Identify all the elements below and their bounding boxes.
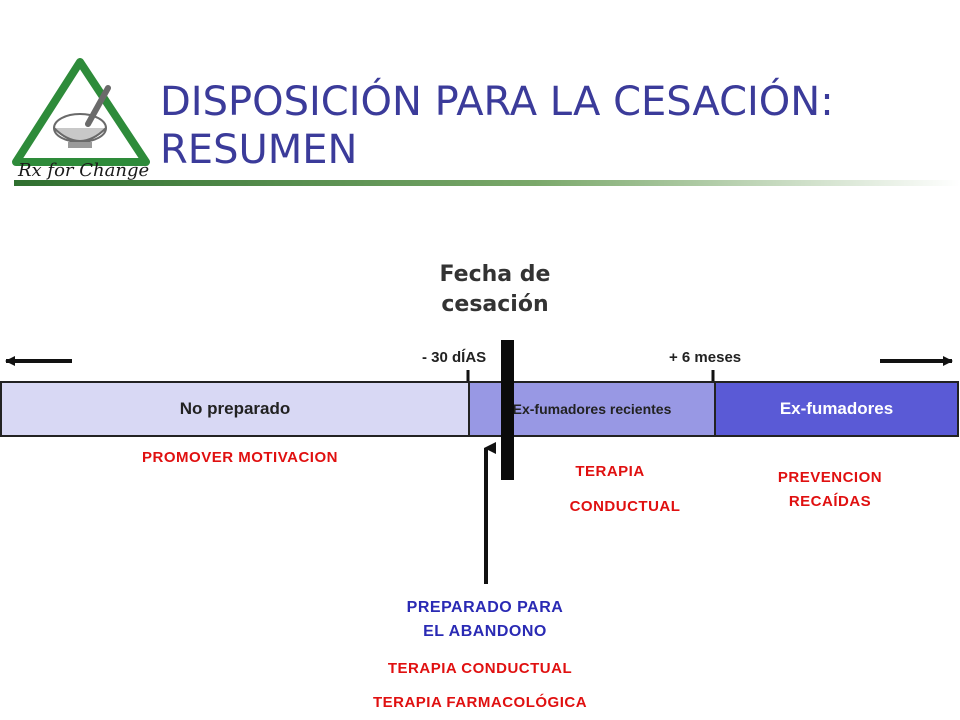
title-line-1: DISPOSICIÓN PARA LA CESACIÓN: [160,79,834,125]
stage-former-smokers: Ex-fumadores [714,381,959,437]
behavioral-label: CONDUCTUAL [569,498,681,515]
prevention-line-1: PREVENCION [777,469,883,486]
rx-for-change-logo: Rx for Change [12,58,150,180]
therapy-label: TERAPIA [575,463,645,480]
promote-motivation-label: PROMOVER MOTIVACION [142,449,338,466]
stage-not-ready-label: No preparado [179,399,291,418]
relapse-prevention-label: PREVENCION RECAÍDAS [740,466,920,514]
page-title: DISPOSICIÓN PARA LA CESACIÓN: RESUMEN [160,78,920,174]
prevention-line-2: RECAÍDAS [788,493,872,510]
stage-recent-label: Ex-fumadores recientes [512,401,672,417]
prepared-line-1: PREPARADO PARA [406,599,564,616]
stage-bar: No preparado Ex-fumadores recientes Ex-f… [0,381,959,437]
title-underline [14,180,960,186]
prepared-line-2: EL ABANDONO [423,623,547,640]
stage-recent-quitters: Ex-fumadores recientes [468,381,716,437]
prepared-to-quit-label: PREPARADO PARA EL ABANDONO [360,596,610,644]
behavioral-therapy-label: TERAPIA CONDUCTUAL [387,660,573,677]
title-line-2: RESUMEN [160,127,358,173]
tick-plus-6-months: + 6 meses [669,349,742,366]
stage-former-label: Ex-fumadores [779,399,894,418]
tick-minus-30-days: - 30 dÍAS [422,349,487,366]
pharmacological-therapy-label: TERAPIA FARMACOLÓGICA [372,694,588,711]
cessation-date-label: Fecha de cesación [420,260,570,320]
mortar-pestle-icon [53,85,111,148]
cessation-label-line-1: Fecha de [439,262,551,287]
cessation-label-line-2: cesación [441,292,549,317]
stage-not-ready: No preparado [0,381,470,437]
logo-text: Rx for Change [17,160,149,180]
